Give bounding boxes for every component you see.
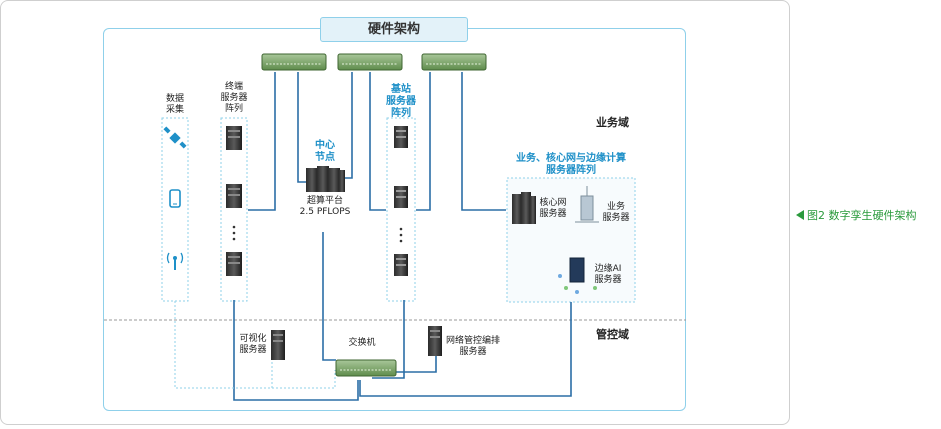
visual-server-label: 可视化服务器 [239,334,267,355]
satellite-icon [163,126,187,149]
network-switch-icon [337,53,403,71]
phone-icon [169,189,181,208]
connection-lines [233,72,572,401]
network-switch-icon [335,359,397,377]
server-rack-icon [394,254,408,276]
ellipsis-dots [399,227,403,243]
server-rack-icon [226,252,242,276]
server-rack-icon [306,166,345,192]
server-rack-icon [428,326,442,356]
server-rack-icon [271,330,285,360]
business-array-title: 业务、核心网与边缘计算服务器阵列 [516,153,626,176]
collection-lines [174,301,336,389]
server-rack-icon [575,186,599,223]
caret-left-icon [796,210,804,220]
server-rack-icon [226,184,242,208]
net-control-server-label: 网络管控编排服务器 [445,336,500,357]
server-rack-icon [394,186,408,208]
figure-caption: 图2 数字孪生硬件架构 [796,207,917,223]
server-rack-icon [558,257,597,294]
server-rack-icon [226,126,242,150]
diagram-title: 硬件架构 [320,17,468,42]
server-rack-icon [512,192,536,224]
network-switch-icon [421,53,487,71]
control-domain-label: 管控域 [596,328,629,341]
antenna-icon [166,252,184,270]
business-server-label: 业务服务器 [602,202,630,223]
network-switch-icon [261,53,327,71]
base-station-array-label: 基站服务器阵列 [386,84,416,119]
core-net-server-label: 核心网服务器 [539,198,567,219]
ellipsis-dots [232,225,236,241]
data-collection-group [161,117,189,302]
server-rack-icon [394,126,408,148]
switch-label: 交换机 [348,338,376,348]
center-node-label: 中心节点 [315,140,335,163]
business-domain-label: 业务域 [596,116,629,129]
terminal-array-label: 终端服务器阵列 [220,82,248,114]
data-collection-label: 数据采集 [165,94,184,115]
